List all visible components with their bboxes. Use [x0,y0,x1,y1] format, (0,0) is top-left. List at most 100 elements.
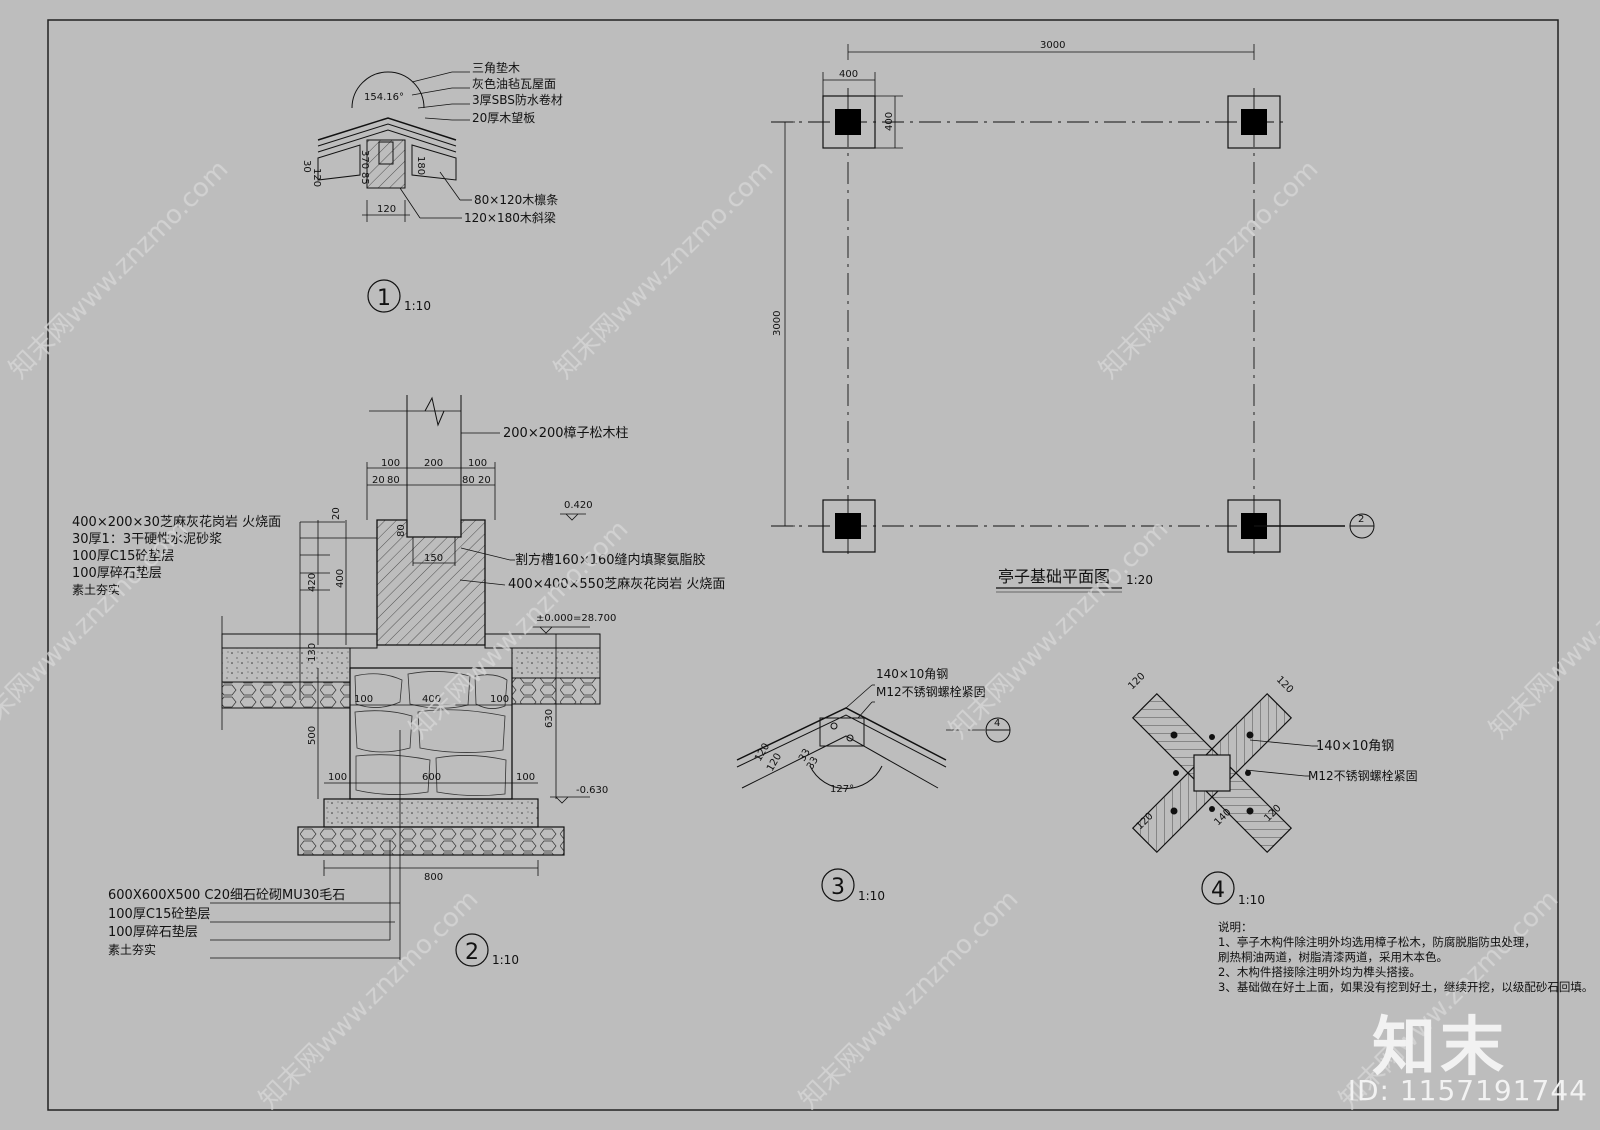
d3-number-circle [821,868,855,902]
plan-callout: 2 [1358,514,1364,525]
d1-label-6: 120×180木斜梁 [464,210,556,225]
d4-center-block [1193,754,1231,792]
d2-number: 2 [465,940,479,965]
d4-scale: 1:10 [1238,893,1265,907]
d2-dim-row2-a: 100 [328,772,347,783]
d2-dim-row2-b: 600 [422,772,441,783]
d2-top-dim-4: 20 [372,475,385,486]
d2-top-dim-1: 100 [381,458,400,469]
d3-number: 3 [831,875,845,900]
d2-column-label: 200×200樟子松木柱 [503,426,629,441]
d2-left-label-2: 30厚1：3干硬性水泥砂浆 [72,532,222,547]
d2-gravel-pad [297,826,565,856]
d4-label-1: 140×10角钢 [1316,739,1394,754]
notes-line-2: 刷热桐油两道，树脂清漆两道，采用木本色。 [1218,950,1448,964]
notes-line-4: 3、基础做在好土上面，如果没有挖到好土，继续开挖，以级配砂石回填。 [1218,980,1594,994]
watermark-8: 知末网www.znzmo.com [254,884,485,1115]
d2-dim-630: 630 [544,709,555,728]
d1-label-1: 三角垫木 [472,60,520,75]
d4-label-2: M12不锈钢螺栓紧固 [1308,768,1418,783]
d2-top-dim-7: 20 [478,475,491,486]
watermark-id: ID: 1157191744 [1347,1074,1588,1107]
d2-left-label-5: 素土夯实 [72,582,120,597]
d2-right-label-1: 割方槽160×160缝内填聚氨脂胶 [515,552,706,568]
plan-dim-width: 3000 [1040,40,1065,51]
d1-label-2: 灰色油毡瓦屋面 [472,77,556,91]
d2-dim-row2-c: 100 [516,772,535,783]
plan-dim-depth: 3000 [772,311,783,336]
d2-bottom-label-4: 素土夯实 [108,942,156,957]
d3-scale: 1:10 [858,889,885,903]
watermark-logo: 知末 [1372,1011,1508,1085]
watermark-2: 知末网www.znzmo.com [549,154,780,385]
d2-dim-80: 80 [396,524,407,537]
d2-granite-block [376,519,486,646]
d2-dim-400: 400 [335,569,346,588]
notes-title: 说明： [1218,920,1253,934]
d1-dim-1: 30 [301,160,312,173]
d2-level-zero: ±0.000=28.700 [536,613,616,624]
footing-nw [822,95,876,149]
detail-1: 154.16° 三角垫木 灰色油毡瓦屋面 3厚SBS防水卷材 20厚木望板 80… [301,60,563,313]
d2-number-circle [455,933,489,967]
d2-dim-130: 130 [307,643,318,662]
plan-dim-footing-w: 400 [839,69,858,80]
d2-dim-800: 800 [424,872,443,883]
d3-callout: 4 [994,718,1000,729]
footing-sw [822,499,876,553]
d2-bottom-label-3: 100厚碎石垫层 [108,924,198,940]
d2-concrete-pad [323,798,539,828]
d3-label-1: 140×10角钢 [876,667,948,681]
d2-dim-row1-b: 400 [422,694,441,705]
footing-ne [1227,95,1281,149]
d2-left-label-1: 400×200×30芝麻灰花岗岩 火烧面 [72,514,281,530]
d1-label-3: 3厚SBS防水卷材 [472,92,563,107]
d1-scale: 1:10 [404,299,431,313]
plan-title: 亭子基础平面图 [998,567,1110,586]
plan-scale: 1:20 [1126,573,1153,587]
d1-number: 1 [377,286,391,311]
notes-line-1: 1、亭子木构件除注明外均选用樟子松木，防腐脱脂防虫处理， [1218,935,1536,949]
d2-bottom-label-1: 600X600X500 C20细石砼砌MU30毛石 [108,888,345,903]
d2-dim-20: 20 [331,507,342,520]
d1-dim-2: 120 [311,168,322,187]
d4-number-circle [1201,871,1235,905]
d1-angle: 154.16° [364,92,404,103]
column-nw [835,109,861,135]
d1-dim-6: 120 [377,204,396,215]
d4-number: 4 [1211,878,1225,903]
d1-dim-5: 180 [415,156,426,175]
column-sw [835,513,861,539]
notes-line-3: 2、木构件搭接除注明外均为榫头搭接。 [1218,965,1421,979]
d3-bolt-plate [819,717,865,747]
d4-dim-2: 120 [1274,674,1295,695]
d2-top-dim-2: 200 [424,458,443,469]
d1-dim-4: 85 [359,172,370,185]
d4-dim-1: 120 [1126,671,1147,692]
d1-dim-3: 370 [359,150,370,169]
d2-top-dim-6: 80 [462,475,475,486]
d2-bottom-label-2: 100厚C15砼垫层 [108,906,210,922]
d2-dim-500: 500 [307,726,318,745]
watermark-1: 知末网www.znzmo.com [4,154,235,385]
watermark-3: 知末网www.znzmo.com [1094,154,1325,385]
d3-angle: 127° [830,784,854,795]
d2-paving-left [221,633,378,649]
detail-3: 140×10角钢 M12不锈钢螺栓紧固 120 120 33 33 127° 4… [736,667,1011,903]
d2-right-label-2: 400×400×550芝麻灰花岗岩 火烧面 [508,576,725,592]
d2-dim-row1-c: 100 [490,694,509,705]
watermark-9: 知末网www.znzmo.com [794,884,1025,1115]
detail-4: 140×10角钢 M12不锈钢螺栓紧固 120 120 120 120 140 … [1126,671,1417,907]
d3-dim-2: 120 [765,751,784,773]
d3-label-2: M12不锈钢螺栓紧固 [876,684,986,699]
d2-left-label-3: 100厚C15砼垫层 [72,548,174,564]
d1-label-4: 20厚木望板 [472,111,535,125]
d2-top-dim-3: 100 [468,458,487,469]
detail-2: 200×200樟子松木柱 100 200 100 20 80 80 20 20 … [72,395,725,967]
d2-scale: 1:10 [492,953,519,967]
d2-dim-420: 420 [307,573,318,592]
plan-dim-footing-h: 400 [884,112,895,131]
column-ne [1241,109,1267,135]
d2-dim-150: 150 [424,553,443,564]
